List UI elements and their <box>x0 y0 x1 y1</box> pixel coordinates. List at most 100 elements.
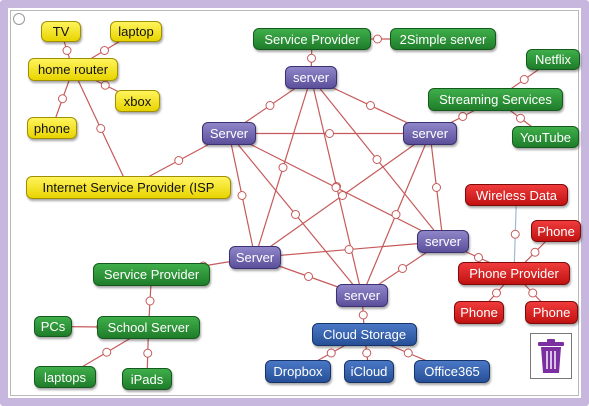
node-label: 2Simple server <box>399 31 487 47</box>
node-phone-home[interactable]: phone <box>27 117 77 139</box>
node-label: iPads <box>130 371 164 387</box>
edge-handle[interactable] <box>145 296 155 306</box>
node-label: phone <box>33 120 71 136</box>
node-laptop[interactable]: laptop <box>110 21 162 42</box>
node-label: Phone <box>532 305 571 320</box>
edge-handle[interactable] <box>403 348 413 358</box>
edge-handle[interactable] <box>398 264 407 273</box>
node-label: Service Provider <box>264 31 360 47</box>
node-office365[interactable]: Office365 <box>414 360 490 383</box>
edge-handle[interactable] <box>458 112 468 121</box>
node-server-bottom-right[interactable]: server <box>417 230 469 253</box>
node-phone-provider[interactable]: Phone Provider <box>458 262 570 285</box>
edge-handle[interactable] <box>325 129 334 138</box>
edge-handle[interactable] <box>96 124 106 133</box>
edge-handle[interactable] <box>516 113 525 123</box>
node-home-router[interactable]: home router <box>28 58 118 81</box>
node-label: server <box>424 234 462 249</box>
node-xbox[interactable]: xbox <box>115 90 160 112</box>
edge-handle[interactable] <box>331 183 341 192</box>
node-label: Phone <box>537 223 575 239</box>
edge-handle[interactable] <box>304 272 313 281</box>
node-label: Internet Service Provider (ISP <box>42 180 215 195</box>
node-cloud-storage[interactable]: Cloud Storage <box>312 323 417 346</box>
node-school-server[interactable]: School Server <box>97 316 200 339</box>
edge-handle[interactable] <box>100 46 109 55</box>
edge-handle[interactable] <box>174 156 184 165</box>
node-label: server <box>343 288 381 303</box>
node-label: Cloud Storage <box>322 327 407 342</box>
node-server-bottom-left[interactable]: Server <box>229 246 281 269</box>
node-2simple-server[interactable]: 2Simple server <box>390 28 496 50</box>
edge-handle[interactable] <box>143 348 153 358</box>
node-streaming-services[interactable]: Streaming Services <box>428 88 563 111</box>
edge-handle[interactable] <box>62 46 72 55</box>
node-label: server <box>411 126 449 141</box>
node-laptops[interactable]: laptops <box>34 366 96 388</box>
edge-handle[interactable] <box>432 183 441 192</box>
node-label: laptops <box>44 369 86 385</box>
node-server-bottom[interactable]: server <box>336 284 388 307</box>
node-label: School Server <box>107 320 190 335</box>
node-service-provider-left[interactable]: Service Provider <box>93 263 210 286</box>
node-label: Office365 <box>424 364 480 379</box>
edge-handle[interactable] <box>265 101 275 110</box>
edge-handle[interactable] <box>338 191 347 200</box>
node-label: laptop <box>118 24 154 39</box>
edge-handle[interactable] <box>528 288 538 298</box>
edge-handle[interactable] <box>474 253 483 262</box>
edge-handle[interactable] <box>326 348 336 358</box>
node-tv[interactable]: TV <box>41 21 81 42</box>
node-label: Dropbox <box>273 364 323 379</box>
node-label: Server <box>235 250 275 265</box>
node-ipads[interactable]: iPads <box>122 368 172 390</box>
node-icloud[interactable]: iCloud <box>344 360 394 383</box>
edge-handle[interactable] <box>372 155 382 164</box>
node-label: Service Provider <box>103 267 200 282</box>
edge-handle[interactable] <box>344 245 354 254</box>
edge-handle[interactable] <box>307 53 316 63</box>
trash-button[interactable] <box>530 333 572 379</box>
node-phone-right-2[interactable]: Phone <box>454 301 504 324</box>
node-label: YouTube <box>519 129 572 145</box>
edge-handle[interactable] <box>58 94 67 104</box>
edge-handle[interactable] <box>492 288 501 298</box>
node-label: TV <box>52 24 70 39</box>
node-service-provider-top[interactable]: Service Provider <box>253 28 371 50</box>
node-label: xbox <box>123 93 152 109</box>
node-pcs[interactable]: PCs <box>34 316 72 337</box>
node-label: PCs <box>40 319 66 334</box>
corner-handle[interactable] <box>13 13 25 25</box>
edge-handle[interactable] <box>519 75 529 84</box>
node-dropbox[interactable]: Dropbox <box>265 360 331 383</box>
edge-handle[interactable] <box>278 163 288 172</box>
node-label: Phone Provider <box>469 266 559 281</box>
node-label: Phone <box>460 305 498 320</box>
node-label: Netflix <box>534 52 572 67</box>
edge-handle[interactable] <box>362 348 372 358</box>
node-phone-right-1[interactable]: Phone <box>531 220 581 242</box>
node-phone-right-3[interactable]: Phone <box>525 301 578 324</box>
node-netflix[interactable]: Netflix <box>526 49 580 70</box>
edge-handle[interactable] <box>530 247 540 257</box>
node-wireless-data[interactable]: Wireless Data <box>465 184 568 206</box>
edge-handle[interactable] <box>100 80 110 90</box>
edge-handle[interactable] <box>102 347 112 357</box>
edge-handle[interactable] <box>291 210 300 219</box>
edge-handle[interactable] <box>366 101 375 110</box>
edge-handle[interactable] <box>358 310 368 320</box>
edge-handle[interactable] <box>391 210 401 219</box>
node-server-left[interactable]: Server <box>202 122 256 145</box>
node-label: Server <box>209 126 249 141</box>
node-server-top[interactable]: server <box>285 66 337 89</box>
edge-handle[interactable] <box>510 229 520 239</box>
edge-handle[interactable] <box>237 191 247 200</box>
trash-icon <box>538 339 564 373</box>
node-isp[interactable]: Internet Service Provider (ISP <box>26 176 231 199</box>
edge-handle[interactable] <box>373 34 382 44</box>
node-youtube[interactable]: YouTube <box>512 126 579 148</box>
node-label: Streaming Services <box>439 92 552 107</box>
node-server-right[interactable]: server <box>403 122 457 145</box>
node-label: server <box>292 70 330 85</box>
